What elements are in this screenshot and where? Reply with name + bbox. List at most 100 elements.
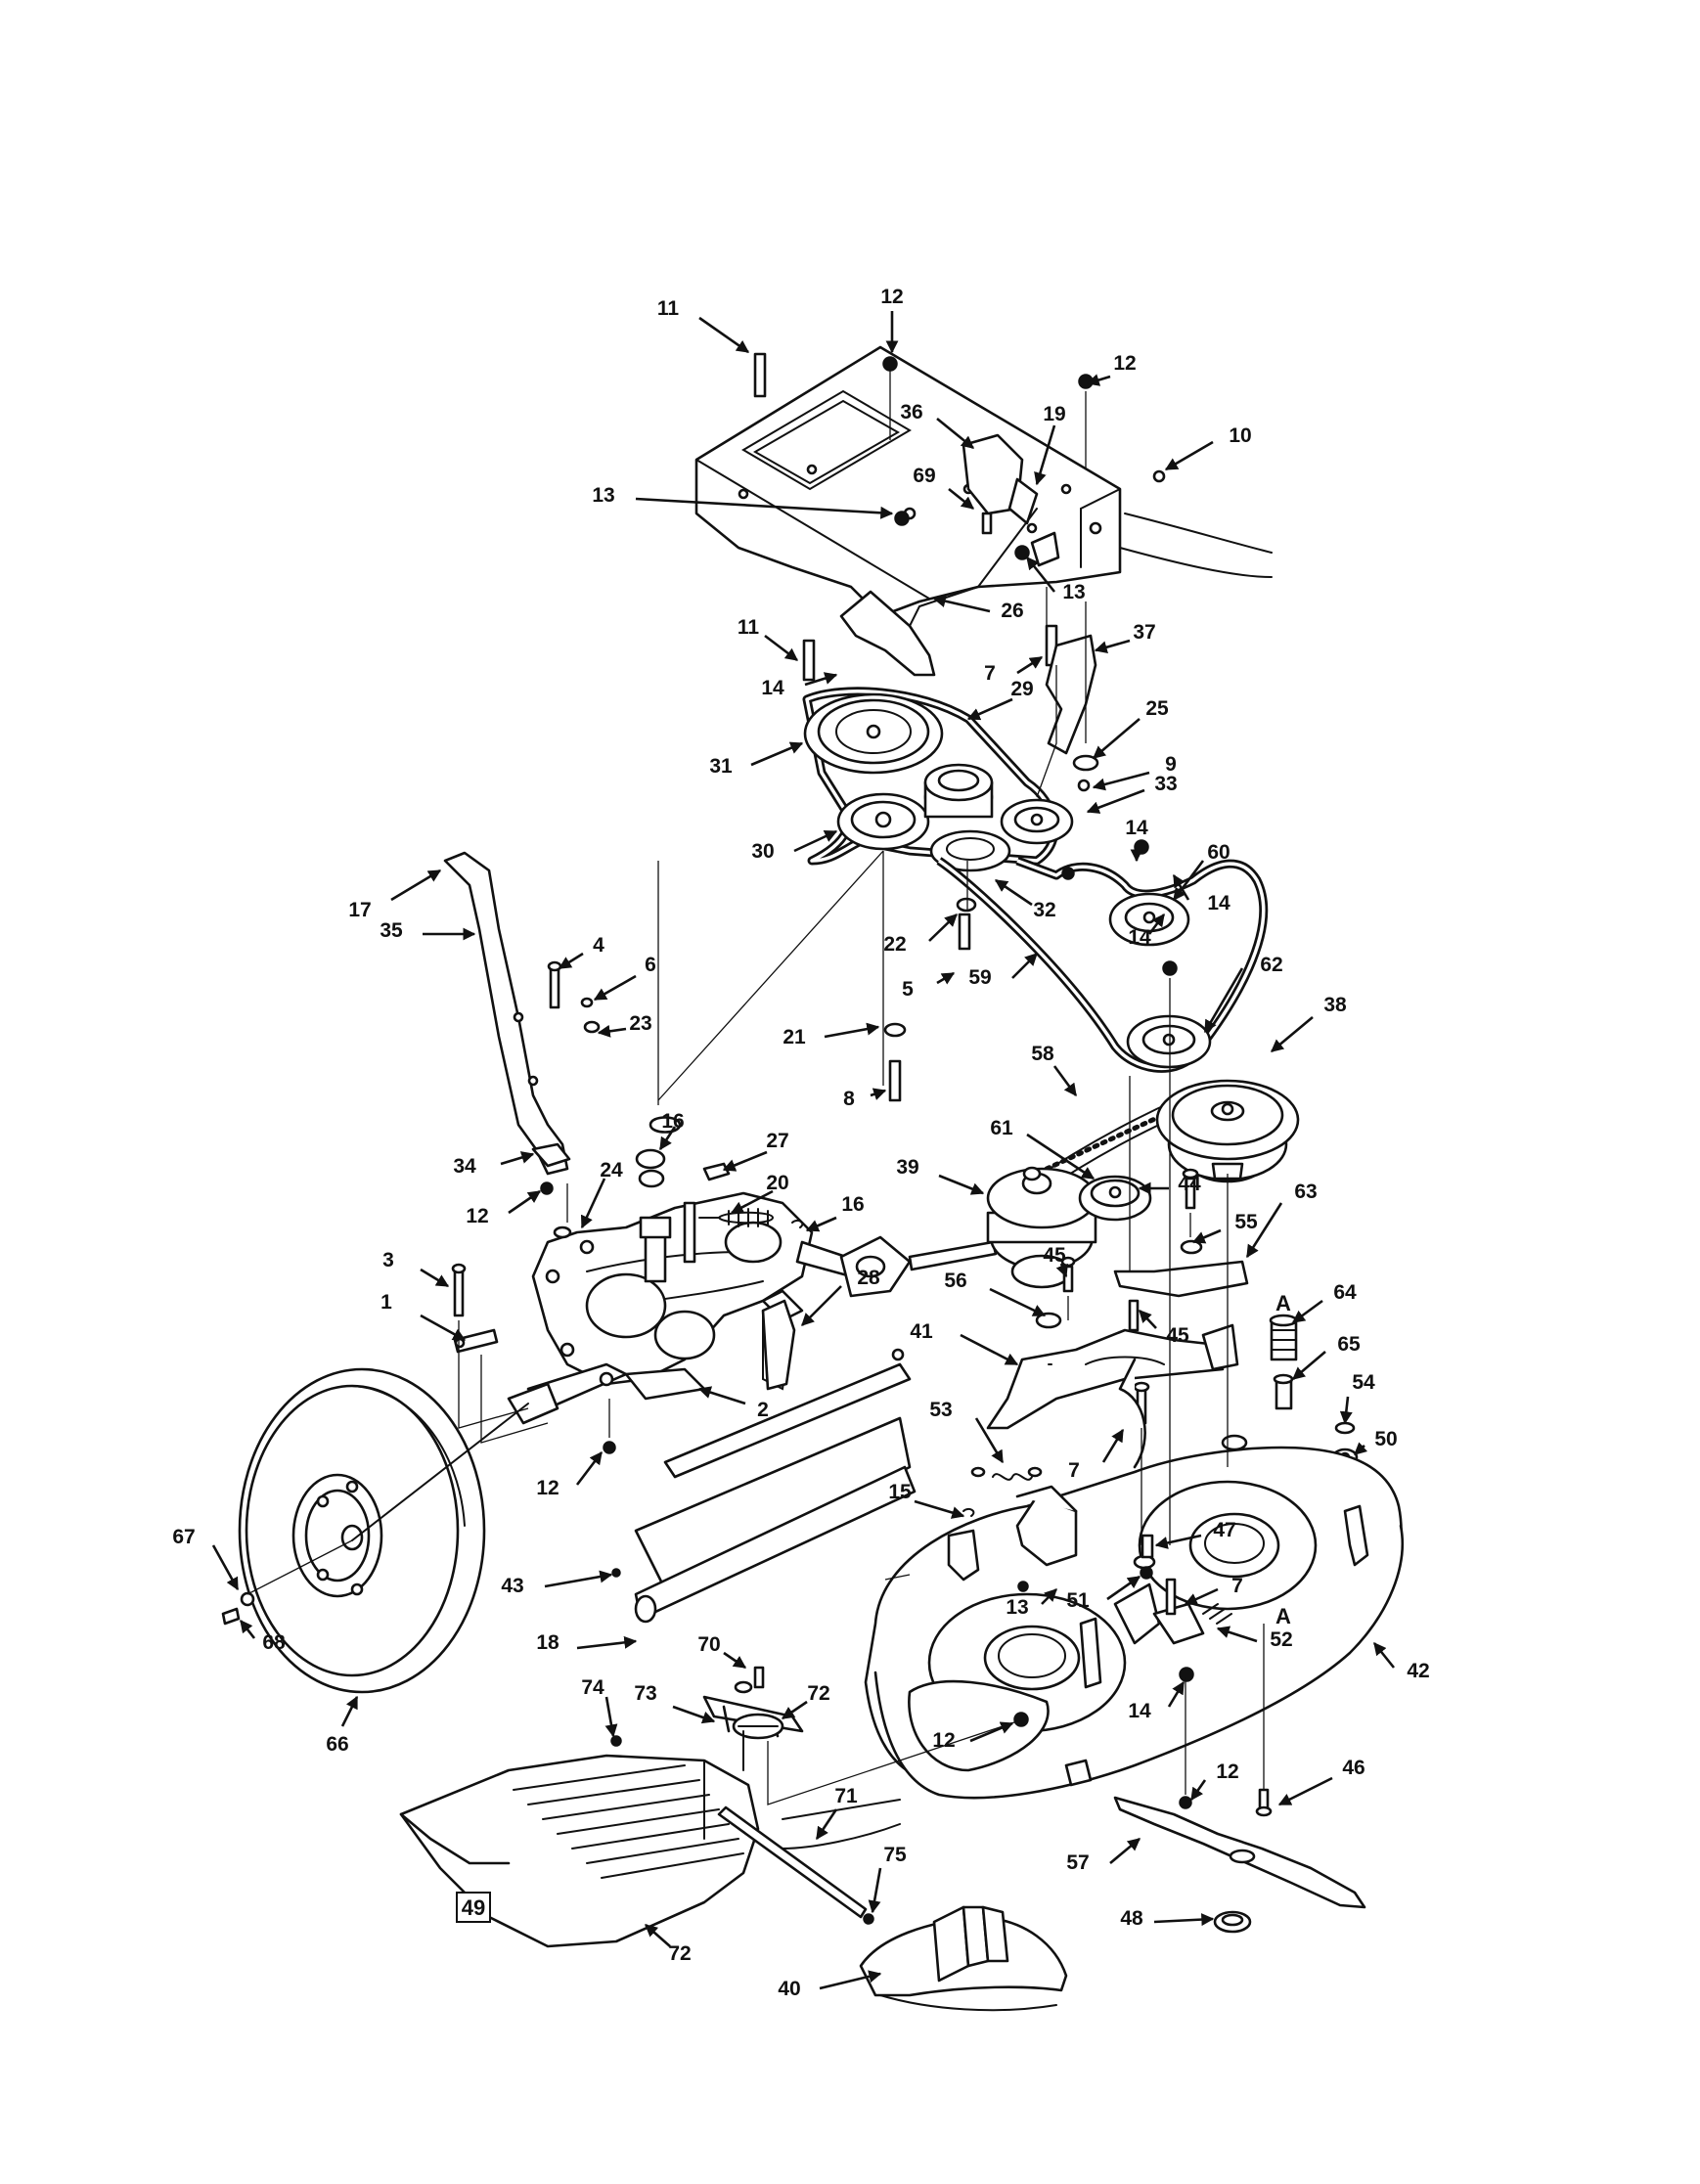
callout-number: 1 (380, 1291, 392, 1314)
callout-number: 31 (709, 755, 733, 778)
callout-18: 18 (536, 1631, 638, 1654)
callout-number: 43 (501, 1575, 523, 1597)
callout-leader (1164, 440, 1214, 471)
callout-14: 14 (1128, 1680, 1186, 1722)
callout-number: 15 (888, 1481, 912, 1503)
callout-leader (793, 829, 838, 853)
callout-leader (819, 1970, 882, 1990)
callout-leader (1139, 1310, 1157, 1329)
callout-number: 40 (778, 1978, 800, 2000)
callout-leader (966, 697, 1013, 721)
callout-leader (1052, 1065, 1078, 1097)
callout-48: 48 (1120, 1907, 1215, 1930)
callout-number: 55 (1234, 1211, 1258, 1233)
callout-number: 8 (843, 1088, 855, 1110)
callout-leader (936, 417, 975, 450)
callout-number: 4 (593, 934, 604, 957)
callout-number: 21 (783, 1026, 806, 1048)
callout-63: 63 (1245, 1181, 1318, 1259)
callout-27: 27 (722, 1130, 789, 1172)
callout-number: 25 (1145, 697, 1169, 720)
callout-61: 61 (990, 1117, 1096, 1181)
callout-leader (994, 878, 1033, 907)
callout-number: 12 (1216, 1761, 1238, 1783)
callout-leader (658, 1126, 677, 1151)
callout-number: 34 (453, 1155, 476, 1178)
callout-leader (1011, 953, 1038, 979)
callout-number: 7 (1231, 1575, 1243, 1597)
callout-number: 12 (536, 1477, 559, 1499)
callout-3: 3 (382, 1249, 450, 1288)
mower-deck (864, 1358, 1405, 1800)
callout-67: 67 (172, 1526, 240, 1591)
callout-17: 17 (348, 869, 442, 921)
callout-44: 44 (1138, 1173, 1201, 1195)
callout-leader (781, 1700, 808, 1720)
callout-leader (1191, 1228, 1222, 1244)
callout-31: 31 (709, 741, 804, 778)
callout-14: 14 (1128, 913, 1166, 949)
callout-40: 40 (778, 1970, 882, 2000)
callout-leader (801, 1285, 842, 1326)
callout-36: 36 (900, 401, 975, 450)
callout-13: 13 (1025, 556, 1086, 603)
callout-number: 11 (657, 297, 680, 320)
callout-12: 12 (1189, 1761, 1239, 1802)
callout-number: 61 (990, 1117, 1013, 1139)
callout-1: 1 (380, 1291, 467, 1342)
axle-and-shaft (351, 1348, 917, 1624)
callout-15: 15 (888, 1481, 965, 1519)
callout-34: 34 (453, 1151, 535, 1178)
callout-number: 10 (1229, 424, 1251, 447)
callout-number: 51 (1066, 1589, 1090, 1612)
callout-8: 8 (843, 1088, 887, 1110)
callout-number: 38 (1323, 994, 1347, 1016)
callout-54: 54 (1339, 1371, 1375, 1425)
callout-number: 23 (629, 1012, 651, 1035)
callout-number: 22 (883, 933, 906, 956)
callout-14: 14 (761, 672, 838, 699)
callout-leader (1016, 655, 1044, 675)
callout-leader (1339, 1396, 1353, 1425)
callout-leader (1167, 1680, 1186, 1708)
callout-13: 13 (1006, 1588, 1057, 1619)
callout-leader (1189, 1779, 1207, 1802)
callout-leader (508, 1189, 542, 1215)
callout-69: 69 (913, 465, 975, 511)
callout-leader (1154, 1534, 1202, 1549)
callout-number: 12 (932, 1729, 955, 1752)
callout-number: 73 (634, 1682, 656, 1705)
callout-leader (1094, 639, 1131, 654)
callout-leader (1109, 1838, 1141, 1864)
deck-brackets (986, 1260, 1249, 1430)
callout-46: 46 (1277, 1757, 1365, 1806)
callout-7: 7 (984, 655, 1044, 685)
callout-leader (948, 487, 975, 511)
callout-leader (722, 1150, 768, 1172)
callout-number: 74 (581, 1676, 604, 1699)
callout-leader (390, 869, 442, 902)
frame-assembly (694, 345, 1273, 677)
callout-24: 24 (580, 1159, 623, 1229)
callout-7: 7 (1184, 1575, 1243, 1606)
callout-leader (500, 1151, 535, 1166)
callout-28: 28 (801, 1267, 880, 1326)
callout-number: 5 (902, 978, 914, 1001)
callout-leader (1184, 1587, 1219, 1606)
callout-number: 13 (1006, 1596, 1028, 1619)
callout-number: 28 (857, 1267, 880, 1289)
callout-70: 70 (697, 1633, 747, 1670)
callout-number: 18 (536, 1631, 559, 1654)
callout-58: 58 (1031, 1043, 1078, 1097)
callout-number: 16 (841, 1193, 864, 1216)
callout-leader (730, 1189, 774, 1215)
callout-number: 14 (1125, 817, 1148, 839)
callout-number: 14 (1207, 892, 1230, 914)
mulch-plug (859, 1905, 1068, 2012)
callout-number: 69 (913, 465, 935, 487)
callout-number: 67 (172, 1526, 195, 1548)
callout-leader (1153, 1913, 1215, 1927)
callout-leader (1101, 1428, 1125, 1463)
callout-number: 56 (944, 1270, 966, 1292)
